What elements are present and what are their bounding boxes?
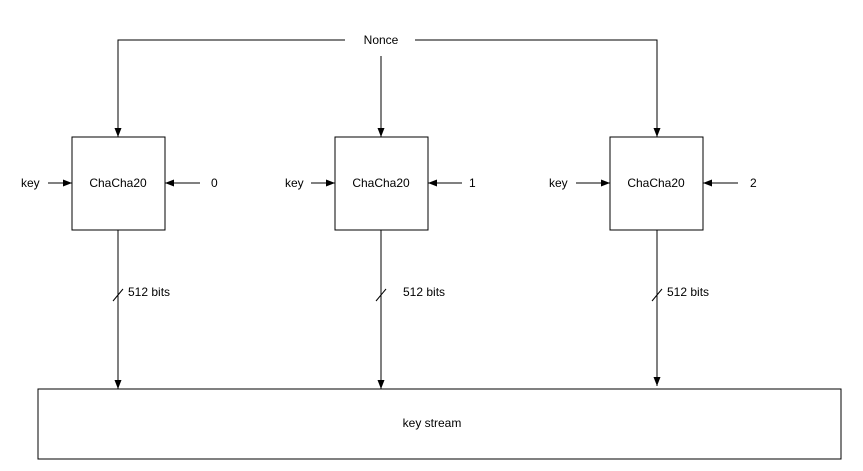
key-label-1: key xyxy=(285,176,304,190)
chacha20-label-0: ChaCha20 xyxy=(89,176,147,190)
bus-slash-1 xyxy=(375,288,387,302)
keystream-label: key stream xyxy=(403,416,462,430)
output-bits-label-1: 512 bits xyxy=(403,285,445,299)
bus-slash-0 xyxy=(112,288,124,302)
chacha-block-1: ChaCha20 key 1 512 bits xyxy=(285,136,476,389)
bus-slash-2 xyxy=(651,288,663,302)
keystream-box xyxy=(37,388,842,460)
counter-label-2: 2 xyxy=(750,176,757,190)
key-label-0: key xyxy=(21,176,40,190)
nonce-wires xyxy=(114,39,661,137)
key-label-2: key xyxy=(549,176,568,190)
counter-label-0: 0 xyxy=(211,176,218,190)
chacha-block-2: ChaCha20 key 2 512 bits xyxy=(549,136,757,386)
chacha20-label-1: ChaCha20 xyxy=(352,176,410,190)
keystream: key stream xyxy=(37,388,842,460)
chacha-block-0: ChaCha20 key 0 512 bits xyxy=(21,136,218,389)
counter-label-1: 1 xyxy=(469,176,476,190)
nonce-label-background xyxy=(359,32,403,48)
output-bits-label-2: 512 bits xyxy=(667,285,709,299)
nonce-wire-right xyxy=(415,39,661,137)
chacha20-box-0 xyxy=(71,136,166,231)
chacha20-box-1 xyxy=(334,136,429,231)
nonce-label: Nonce xyxy=(364,33,399,47)
chacha20-label-2: ChaCha20 xyxy=(627,176,685,190)
output-bits-label-0: 512 bits xyxy=(128,285,170,299)
nonce-wire-left xyxy=(114,39,345,137)
